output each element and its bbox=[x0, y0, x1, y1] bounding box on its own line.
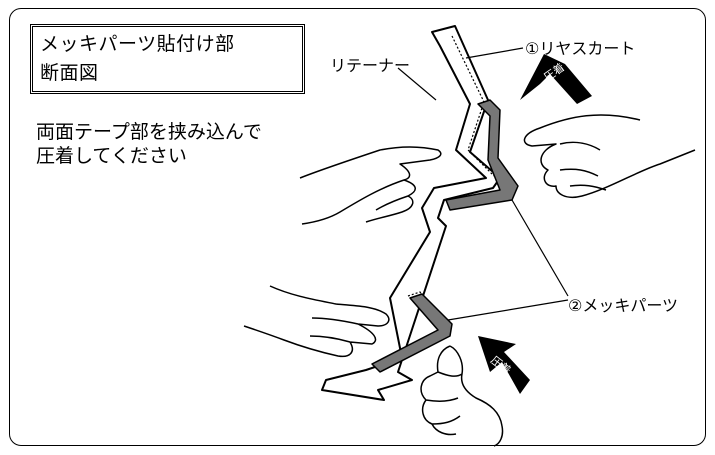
instruction-text: 両面テープ部を挟み込んで 圧着してください bbox=[36, 120, 262, 168]
label-rear-skirt: ①リヤスカート bbox=[525, 39, 636, 58]
press-arrow-bottom bbox=[478, 336, 530, 394]
title-line-2: 断面図 bbox=[40, 62, 99, 84]
outer-frame bbox=[9, 8, 706, 446]
instruction-line-2: 圧着してください bbox=[36, 145, 187, 167]
title-line-1: メッキパーツ貼付け部 bbox=[40, 33, 235, 55]
leader-rear-skirt bbox=[465, 47, 524, 59]
plated-part-lower bbox=[371, 293, 453, 373]
press-arrow-top bbox=[520, 54, 592, 104]
label-retainer: リテーナー bbox=[330, 56, 411, 75]
leader-retainer bbox=[397, 67, 437, 101]
plated-part-upper bbox=[445, 99, 519, 211]
leader-plated-lower bbox=[447, 299, 569, 321]
rear-skirt-tape-upper bbox=[451, 35, 495, 177]
hand-lower-right bbox=[420, 345, 504, 447]
leader-plated-upper bbox=[511, 199, 569, 297]
title-box: メッキパーツ貼付け部 断面図 bbox=[30, 24, 305, 94]
hand-lower-left bbox=[243, 285, 390, 358]
label-plated-parts: ②メッキパーツ bbox=[568, 296, 679, 315]
instruction-line-1: 両面テープ部を挟み込んで bbox=[36, 121, 262, 143]
hand-upper-right bbox=[523, 114, 696, 198]
hand-upper-left bbox=[299, 146, 442, 225]
